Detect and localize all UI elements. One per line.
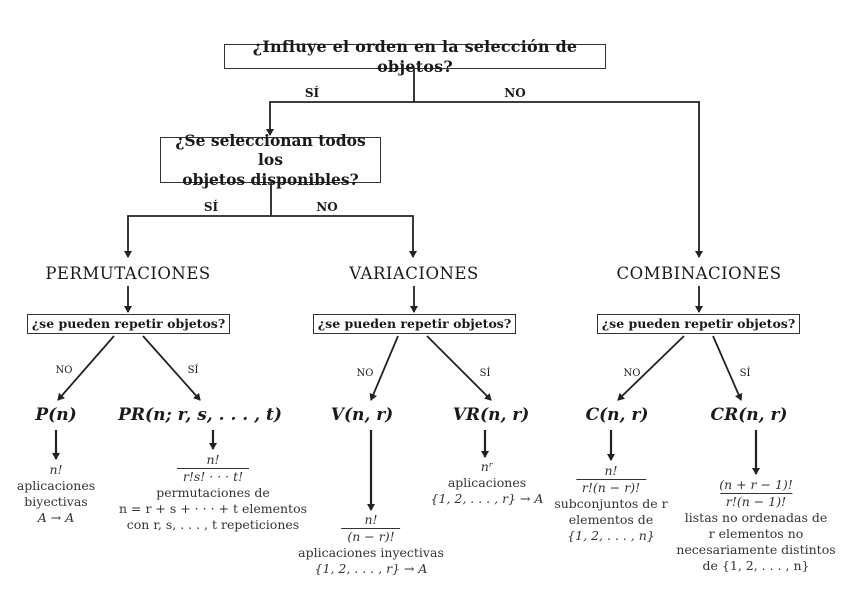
ordered-question-line1: ¿Se seleccionan todos los [175,130,366,170]
desc-c-2: {1, 2, . . . , n} [567,528,655,543]
formula-combination-repetition: (n + r − 1)! r!(n − 1)! [713,477,799,510]
edge-second-no [271,215,417,258]
edge-root-no [414,101,703,258]
notation-v: V(n, r) [330,405,394,425]
desc-v-1: {1, 2, . . . , r} → A [314,561,428,576]
root-question-text: ¿Influye el orden en la selección de obj… [252,36,578,76]
desc-v-0: aplicaciones inyectivas [298,545,444,560]
edge-second-yes [124,215,271,258]
var-repeat-question: ¿se pueden repetir objetos? [317,316,512,332]
ordered-no-label: NO [316,200,338,214]
result-permutation: n! aplicaciones biyectivas A → A [17,462,95,526]
edge-comb-no [617,335,685,401]
formula-v-denominator: (n − r)! [341,528,401,545]
perm-no-label: NO [55,365,73,376]
comb-yes-label: SÍ [739,368,751,379]
result-variation-repetition: nʳ aplicaciones {1, 2, . . . , r} → A [431,459,544,507]
formula-combination: n! r!(n − r)! [575,463,647,496]
desc-cr-3: de {1, 2, . . . , n} [702,558,810,573]
root-yes-label: SÍ [304,86,320,100]
perm-repeat-question-box: ¿se pueden repetir objetos? [27,314,230,334]
desc-pr-2: con r, s, . . . , t repeticiones [126,517,300,532]
formula-cr-numerator: (n + r − 1)! [719,477,793,492]
formula-vr: nʳ [480,459,494,474]
result-permutation-repetition: n! r!s! · · · t! permutaciones de n = r … [119,452,307,533]
notation-pr: PR(n; r, s, . . . , t) [118,405,282,425]
comb-no-label: NO [623,368,641,379]
formula-c-denominator: r!(n − r)! [575,479,647,496]
desc-vr-1: {1, 2, . . . , r} → A [430,491,544,506]
perm-yes-label: SÍ [187,365,199,376]
desc-permutation-2: A → A [37,510,75,525]
desc-permutation-1: biyectivas [24,494,88,509]
ordered-question-line2: objetos disponibles? [182,169,359,189]
formula-pr-denominator: r!s! · · · t! [176,468,250,485]
ordered-yes-label: SÍ [203,200,219,214]
var-no-label: NO [356,368,374,379]
root-no-label: NO [504,86,526,100]
formula-permutation-repetition: n! r!s! · · · t! [176,452,250,485]
edge-var-no [369,335,399,401]
result-combination: n! r!(n − r)! subconjuntos de r elemento… [554,463,667,544]
formula-variation: n! (n − r)! [341,512,401,545]
notation-vr: VR(n, r) [452,405,530,425]
ordered-question-box: ¿Se seleccionan todos los objetos dispon… [160,131,381,189]
edge-root-yes [266,101,414,136]
formula-c-numerator: n! [604,463,618,478]
edge-comb-yes [712,335,743,401]
var-repeat-question-box: ¿se pueden repetir objetos? [313,314,516,334]
category-combinaciones: COMBINACIONES [616,264,782,283]
desc-vr-0: aplicaciones [447,475,527,490]
edge-var-yes [426,335,492,401]
desc-cr-1: r elementos no [708,526,804,541]
desc-cr-0: listas no ordenadas de [684,510,828,525]
category-permutaciones: PERMUTACIONES [45,264,211,283]
formula-pr-numerator: n! [206,452,220,467]
perm-repeat-question: ¿se pueden repetir objetos? [31,316,226,332]
desc-c-1: elementos de [568,512,654,527]
edge-perm-yes [142,335,201,401]
root-question-box: ¿Influye el orden en la selección de obj… [224,37,606,76]
notation-cr: CR(n, r) [710,405,788,425]
formula-permutation: n! [49,462,63,477]
desc-c-0: subconjuntos de r [554,496,668,511]
desc-permutation-0: aplicaciones [16,478,96,493]
desc-pr-0: permutaciones de [156,485,270,500]
comb-repeat-question-box: ¿se pueden repetir objetos? [597,314,800,334]
desc-cr-2: necesariamente distintos [676,542,836,557]
notation-p: P(n) [35,405,77,425]
formula-cr-denominator: r!(n − 1)! [719,493,793,510]
edge-perm-no [57,335,115,401]
notation-c: C(n, r) [585,405,649,425]
desc-pr-1: n = r + s + · · · + t elementos [118,501,308,516]
category-variaciones: VARIACIONES [349,264,479,283]
formula-v-numerator: n! [364,512,378,527]
result-combination-repetition: (n + r − 1)! r!(n − 1)! listas no ordena… [676,477,835,574]
result-variation: n! (n − r)! aplicaciones inyectivas {1, … [298,512,444,577]
var-yes-label: SÍ [479,368,491,379]
comb-repeat-question: ¿se pueden repetir objetos? [601,316,796,332]
